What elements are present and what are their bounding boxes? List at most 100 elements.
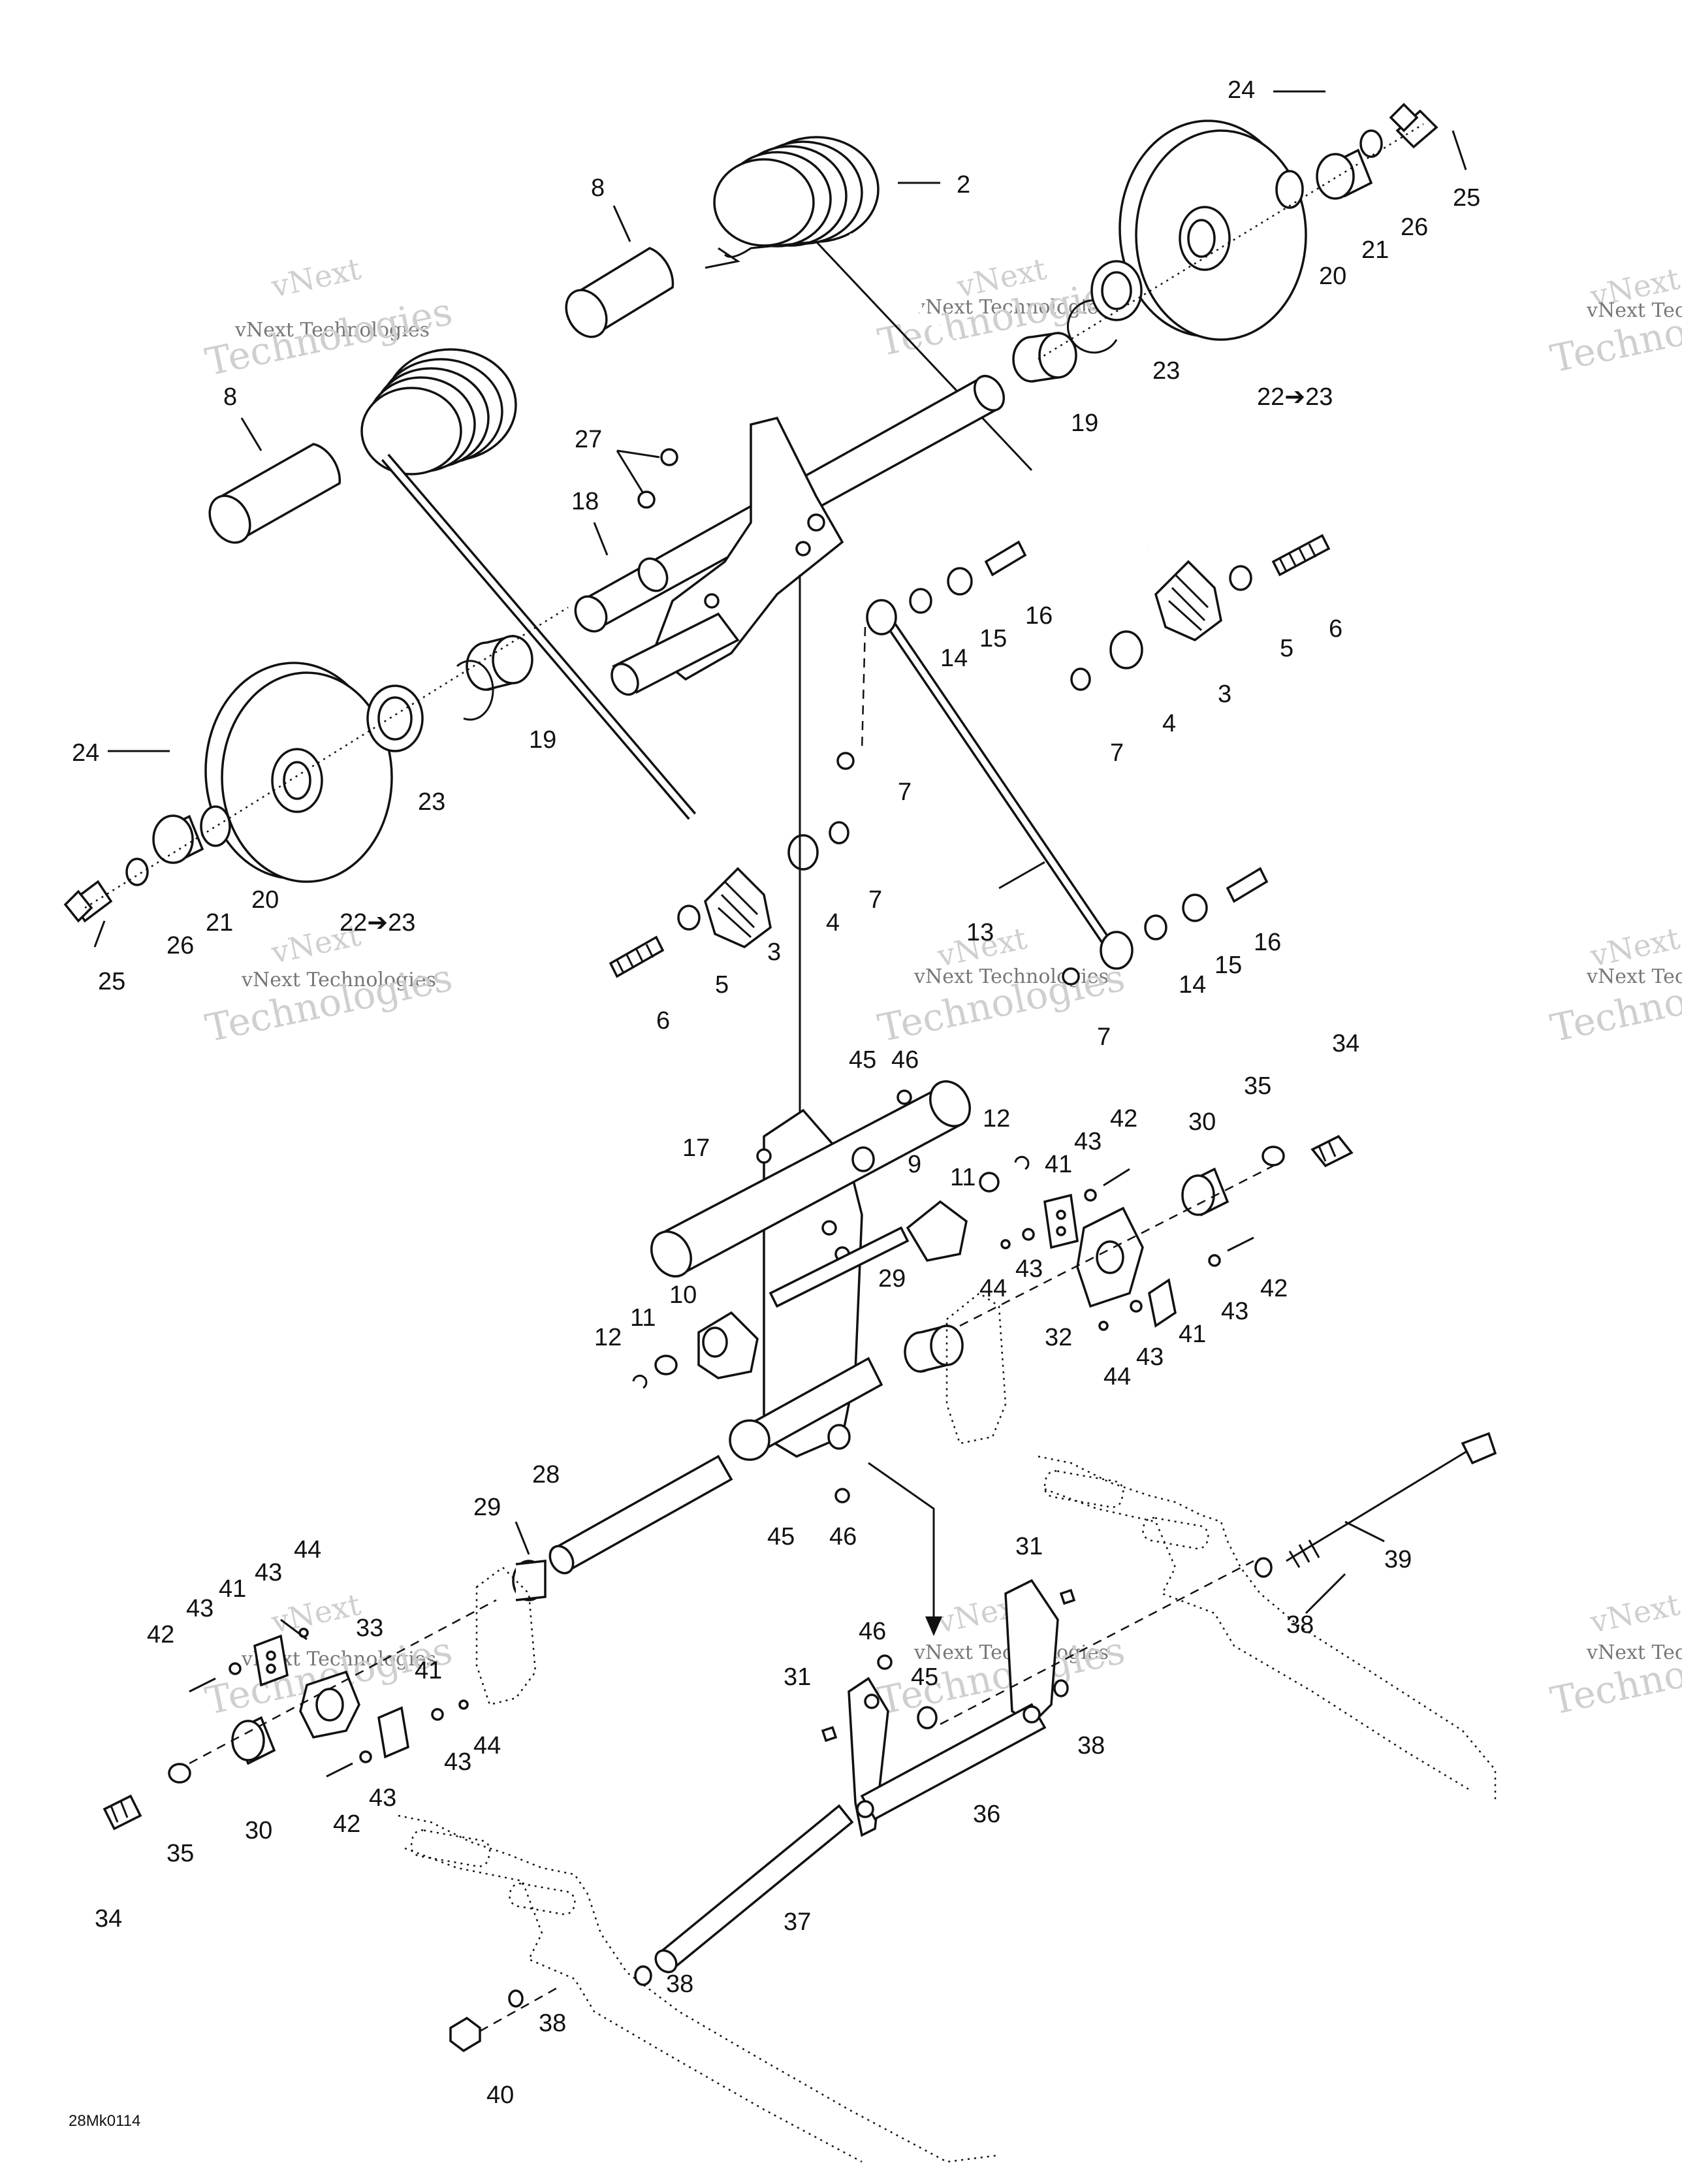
svg-text:vNext: vNext	[268, 251, 364, 304]
callout-5-lower: 5	[715, 971, 729, 999]
callout-44-mid: 44	[1103, 1363, 1131, 1390]
axis-line-mid-right	[959, 1161, 1280, 1327]
svg-text:vNext Technologies: vNext Technologies	[241, 969, 436, 991]
part-block-32	[1076, 1206, 1144, 1308]
part-long-bolt-39	[1254, 1432, 1497, 1578]
callout-42-upper: 42	[1110, 1105, 1137, 1132]
callout-42-left: 42	[147, 1621, 174, 1648]
callout-20-upper: 20	[1319, 263, 1346, 290]
part-side-bracket-lower-left	[475, 1566, 537, 1706]
watermark-mid-center: vNext vNext Technologies Technologies	[874, 920, 1129, 1051]
callout-34-upper: 34	[1332, 1030, 1359, 1057]
callout-42-mid: 42	[1260, 1275, 1288, 1302]
callout-39: 39	[1384, 1546, 1412, 1573]
callout-26-lower: 26	[167, 932, 194, 959]
callout-19-upper: 19	[1071, 410, 1098, 437]
callout-17: 17	[682, 1134, 710, 1162]
callout-20-lower: 20	[251, 886, 279, 914]
part-rail-frame-right	[1038, 1455, 1497, 1803]
callout-38-bottom: 38	[539, 2010, 566, 2037]
assembly-arrow-lower	[868, 1462, 935, 1633]
callout-8-upper: 8	[591, 174, 605, 202]
part-block-41-left-lower	[326, 1699, 469, 1778]
callout-3-lower: 3	[767, 939, 781, 966]
callout-23-upper: 23	[1152, 357, 1180, 385]
part-rail-slot-left-1	[410, 1829, 491, 1867]
watermark-low-right: vNext vNext Technologies Technologies	[1547, 1586, 1682, 1724]
part-idler-wheel-right	[1119, 120, 1307, 341]
callout-33: 33	[356, 1614, 383, 1642]
callout-30-upper: 30	[1188, 1108, 1216, 1136]
callout-21-lower: 21	[206, 909, 233, 937]
part-nut-40	[449, 1984, 562, 2053]
callout-45-bottom: 45	[767, 1523, 795, 1550]
callout-29-lower: 29	[473, 1494, 501, 1521]
callout-43-mid-right: 43	[1221, 1298, 1248, 1325]
callout-14-lower: 14	[1179, 971, 1206, 999]
callout-6-upper: 6	[1329, 615, 1342, 643]
callout-10: 10	[669, 1281, 697, 1309]
svg-text:vNext Technologies: vNext Technologies	[1586, 299, 1682, 322]
callout-24-lower: 24	[72, 739, 99, 767]
part-block-9	[906, 1155, 1030, 1262]
callout-43-upper: 43	[1074, 1128, 1102, 1155]
callout-41-left-top: 41	[219, 1575, 246, 1603]
part-torsion-spring-right	[705, 136, 1152, 551]
svg-text:vNext Technologies: vNext Technologies	[1586, 965, 1682, 988]
callout-45-lower: 45	[911, 1663, 938, 1691]
leader-lines	[93, 90, 1467, 1641]
part-bushing-upper	[1012, 331, 1077, 383]
part-bushing-lower	[466, 634, 533, 691]
callout-15-upper: 15	[979, 625, 1007, 652]
part-rear-arm-36	[848, 1579, 1059, 1837]
part-pin-31	[821, 1588, 1076, 1742]
part-torsion-spring-left	[360, 348, 697, 820]
part-block-41-upper	[1000, 1168, 1130, 1249]
part-mount-block-right	[1070, 534, 1331, 691]
callout-45-top: 45	[849, 1046, 876, 1074]
callout-41-mid: 41	[1179, 1321, 1206, 1348]
callout-32: 32	[1045, 1324, 1072, 1351]
callout-46-lower: 46	[859, 1618, 886, 1645]
callout-7-upper-right: 7	[1110, 739, 1124, 767]
callout-43-mid: 43	[1015, 1255, 1043, 1283]
axis-line-lower-right	[940, 1560, 1254, 1726]
callout-38-lower: 38	[666, 1970, 693, 1998]
callout-21-upper: 21	[1361, 236, 1389, 264]
part-front-arm-17	[650, 1080, 971, 1461]
callout-40: 40	[486, 2081, 514, 2109]
part-circlip-upper	[1067, 299, 1118, 354]
callout-11-upper: 11	[950, 1164, 976, 1191]
callout-4-lower: 4	[826, 909, 840, 937]
callout-43-left: 43	[186, 1595, 214, 1622]
callout-43-left-bottom: 43	[369, 1784, 396, 1812]
part-mount-block-left	[609, 821, 849, 978]
watermark-top-center: vNext vNext Technologies Technologies	[874, 251, 1129, 365]
callout-43-left-top: 43	[255, 1559, 282, 1586]
part-circlip-lower	[456, 660, 494, 721]
part-rail-slot-right-1	[1043, 1470, 1124, 1508]
callout-38-mid: 38	[1077, 1732, 1105, 1759]
callout-3-upper: 3	[1218, 681, 1231, 708]
callout-19-lower: 19	[529, 726, 556, 754]
callout-42-left-bottom: 42	[333, 1810, 360, 1838]
callout-7-center: 7	[898, 779, 912, 806]
callout-18: 18	[571, 488, 599, 515]
callout-8-lower: 8	[223, 383, 237, 411]
callout-2: 2	[957, 171, 970, 199]
callout-35-upper: 35	[1244, 1072, 1271, 1100]
callout-29-mid: 29	[878, 1265, 906, 1293]
part-link-rod	[836, 540, 1269, 986]
callout-25-upper: 25	[1453, 184, 1480, 212]
part-spring-sleeve-upper	[565, 247, 674, 338]
callout-38-right: 38	[1286, 1611, 1314, 1639]
callout-34-left: 34	[95, 1905, 122, 1933]
watermark-mid-left: vNext vNext Technologies Technologies	[202, 917, 456, 1051]
callout-12-upper: 12	[983, 1105, 1010, 1132]
part-shaft-37	[634, 1804, 854, 1986]
callout-16-lower: 16	[1254, 929, 1281, 956]
callout-25-lower: 25	[98, 968, 125, 995]
callout-7-left: 7	[868, 886, 882, 914]
callout-4-upper: 4	[1162, 710, 1176, 737]
